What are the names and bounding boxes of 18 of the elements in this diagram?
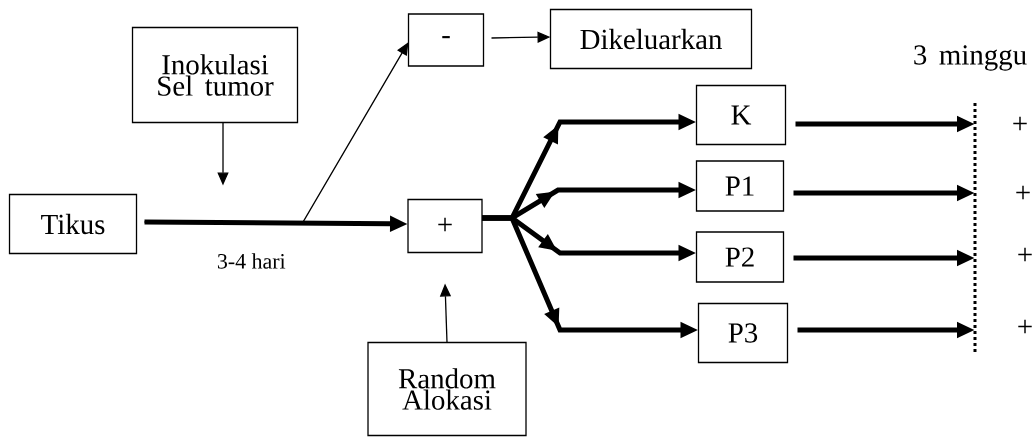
edge-label: 3-4 hari xyxy=(215,252,287,270)
process-box: Tikus xyxy=(8,193,138,255)
plus-sign: + xyxy=(1018,247,1032,262)
plus-sign: + xyxy=(1016,185,1030,200)
plus-sign: + xyxy=(1013,116,1027,131)
process-box: K xyxy=(695,84,787,146)
process-box: Dikeluarkan xyxy=(549,8,753,70)
dotted-line xyxy=(973,103,977,355)
duration-label: 3 minggu xyxy=(914,45,1027,71)
process-box: P3 xyxy=(697,302,789,364)
process-box: P1 xyxy=(695,160,785,212)
plus-sign: + xyxy=(1018,319,1032,334)
arrow xyxy=(143,42,409,223)
process-box: P2 xyxy=(695,231,785,283)
process-box: Random Alokasi xyxy=(367,341,527,437)
process-box: Inokulasi Sel tumor xyxy=(131,26,299,124)
process-box: - xyxy=(407,13,485,67)
process-box: + xyxy=(407,198,483,254)
